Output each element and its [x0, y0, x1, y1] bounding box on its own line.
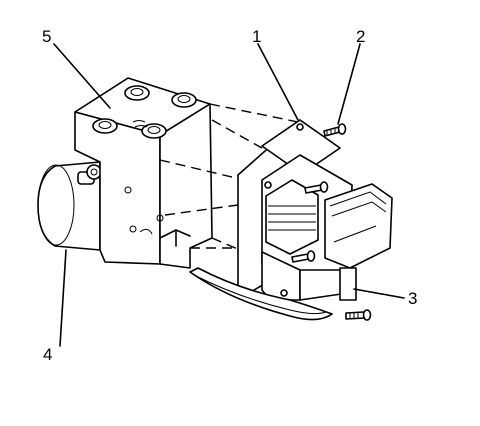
screw-mid-upper	[304, 181, 329, 194]
pump-motor	[37, 161, 102, 251]
leader-lines	[53, 43, 405, 347]
callout-3: 3	[408, 289, 417, 308]
top-ports	[92, 85, 197, 139]
callout-4: 4	[43, 345, 52, 364]
screw-2	[323, 123, 347, 137]
screw-3	[345, 309, 372, 321]
screw-mid-lower	[291, 250, 316, 263]
callout-2: 2	[356, 27, 365, 46]
callout-1: 1	[252, 27, 261, 46]
electronic-control-module	[237, 119, 393, 301]
hydraulic-modulator	[37, 77, 213, 269]
callout-5: 5	[42, 27, 51, 46]
gasket-seal	[189, 267, 333, 321]
